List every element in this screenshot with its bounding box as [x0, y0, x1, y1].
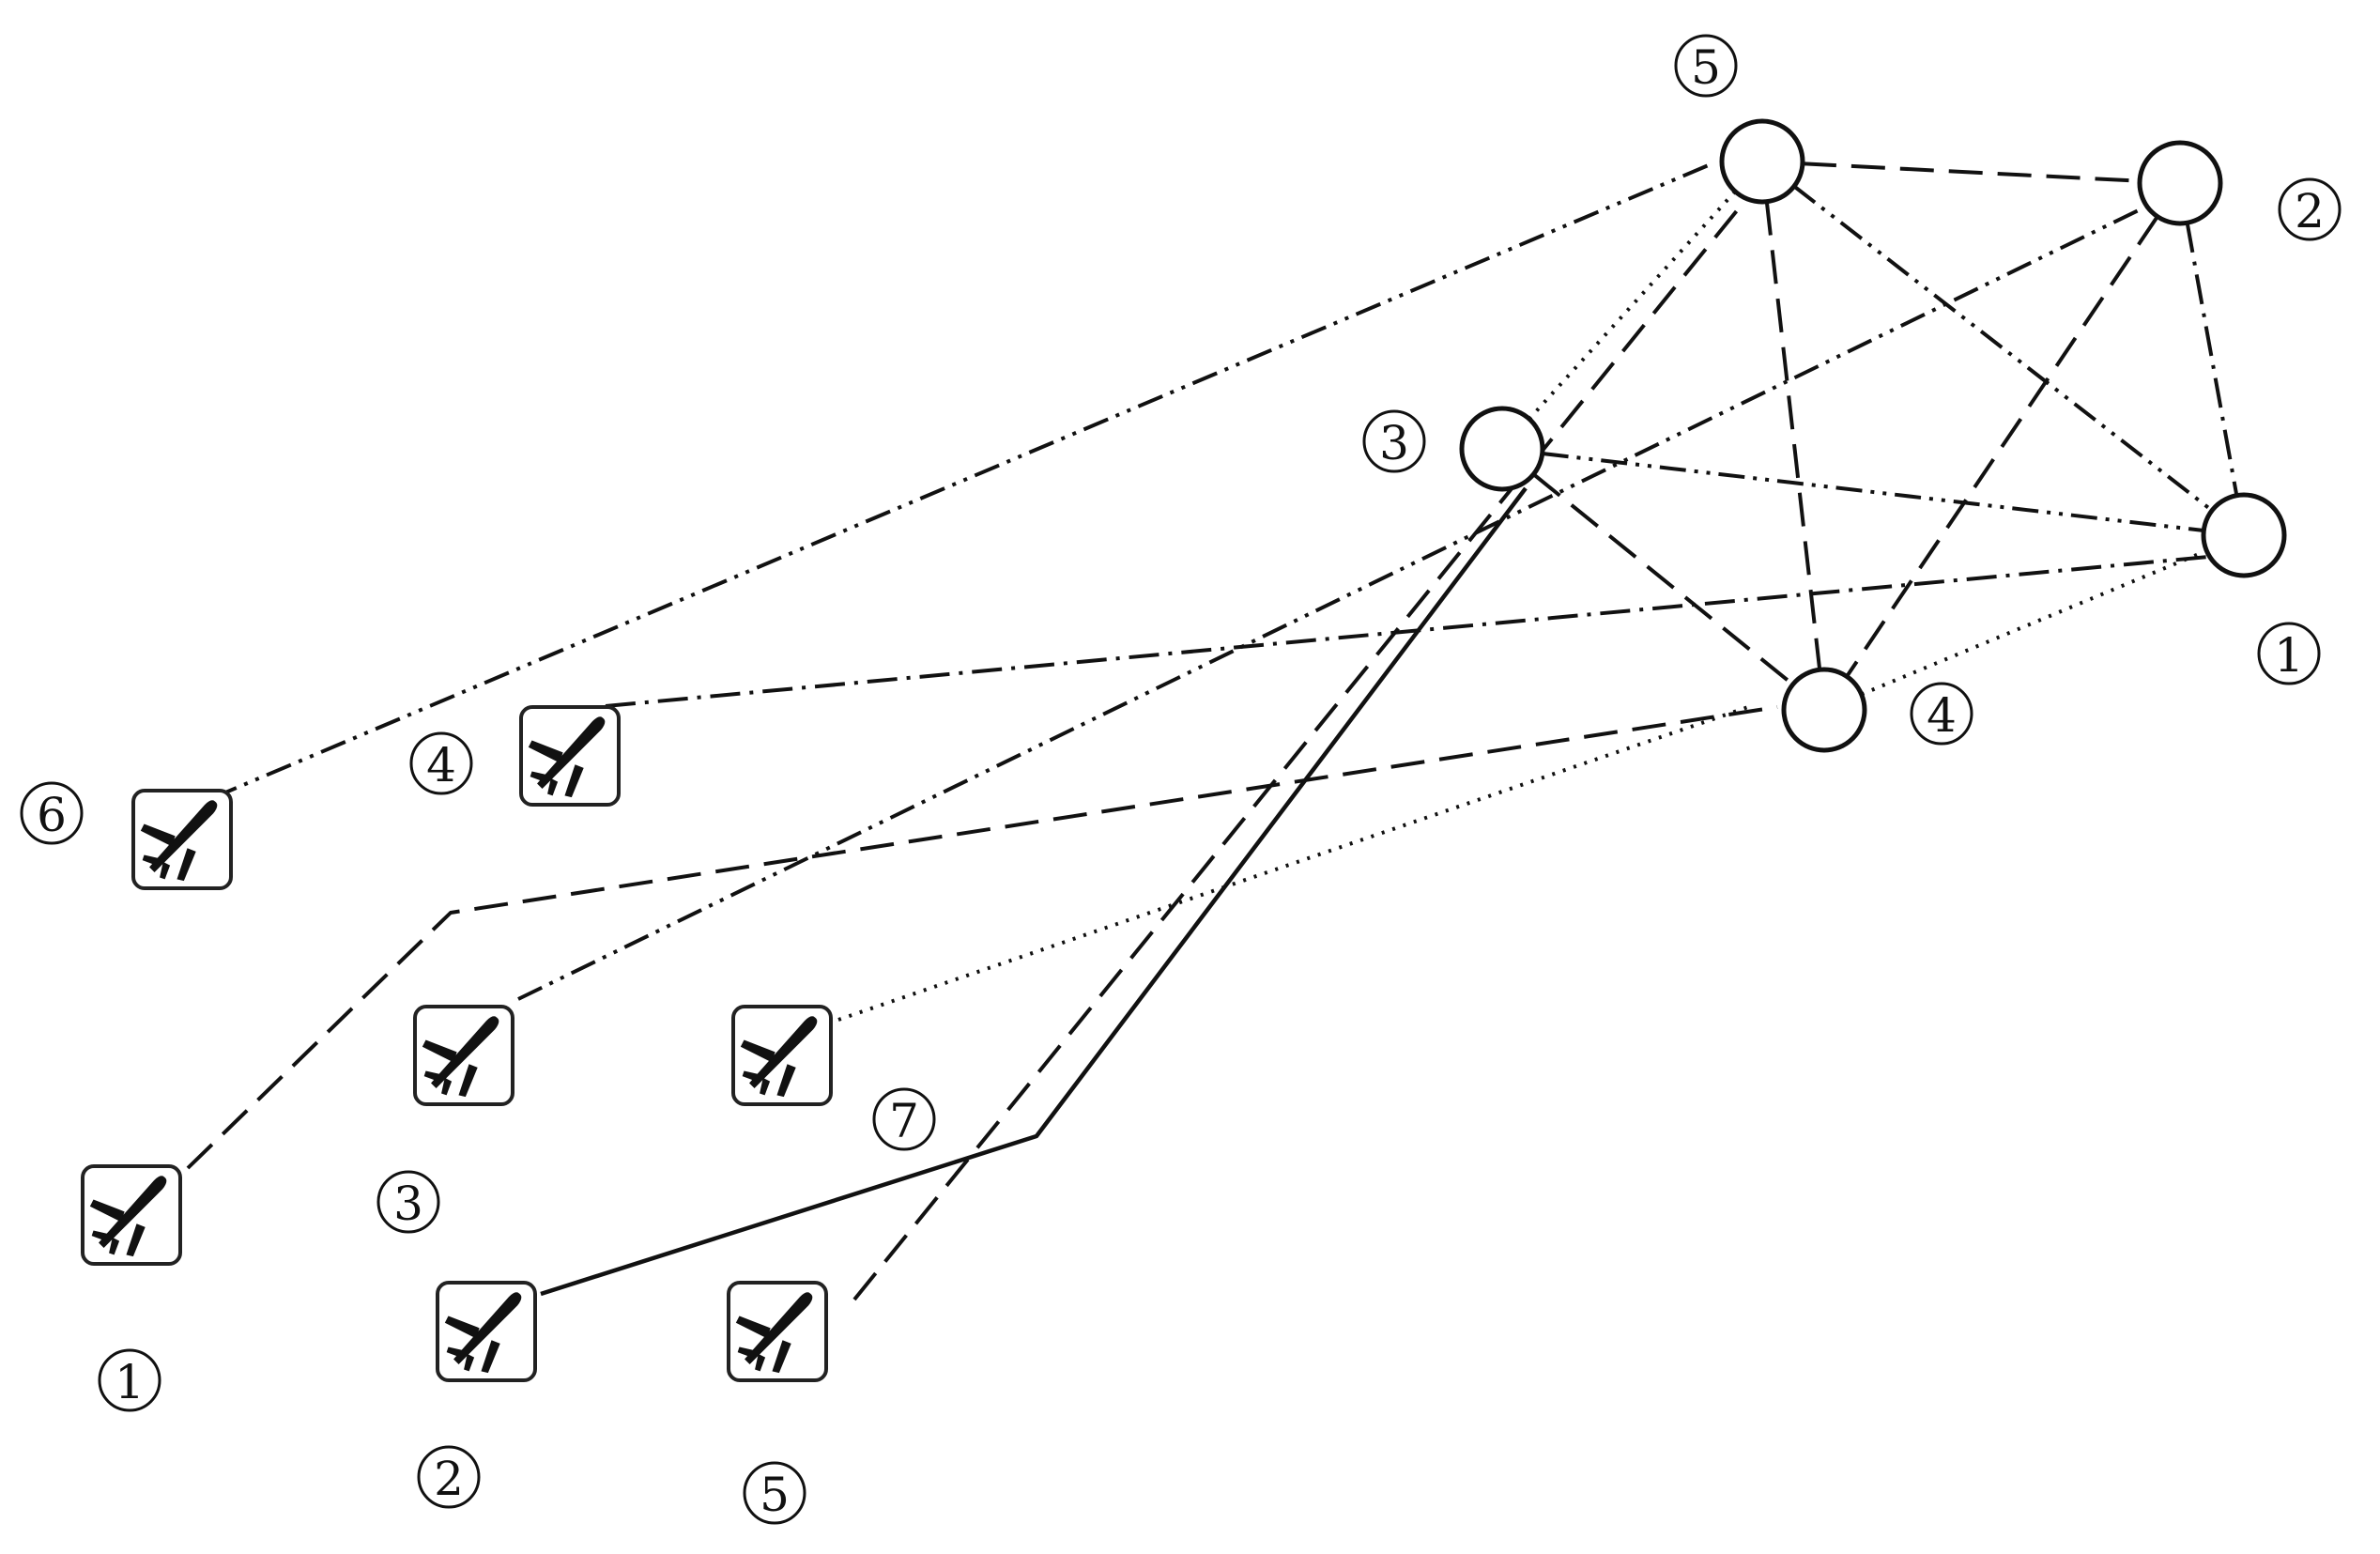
aircraft-layer	[80, 705, 833, 1382]
aircraft-label-a1-text: 1	[115, 1355, 145, 1409]
edge-a1-n4	[186, 705, 1778, 1170]
aircraft-label-a6-text: 6	[37, 788, 67, 842]
node-label-n5-text: 5	[1691, 40, 1721, 95]
node-label-n5-ring	[1674, 34, 1738, 98]
node-label-n1: 1	[2257, 622, 2321, 685]
aircraft-label-a1: 1	[98, 1348, 161, 1412]
labels-layer: 6 4 3 7 1 2 5 5 2 3 1 4	[20, 34, 2342, 1525]
aircraft-label-a1-ring	[98, 1348, 161, 1412]
node-label-n3-ring	[1362, 409, 1426, 473]
edge-n5-n2	[1802, 162, 2141, 183]
node-label-n3: 3	[1362, 409, 1426, 473]
node-label-n1-text: 1	[2274, 628, 2304, 683]
node-label-n2-text: 2	[2295, 184, 2325, 238]
edge-n2-n4	[1845, 215, 2159, 678]
node-label-n2: 2	[2278, 177, 2342, 241]
node-n1	[2201, 492, 2287, 578]
node-label-n2-ring	[2278, 177, 2342, 241]
edge-n5-n3	[1528, 190, 1737, 421]
node-n5	[1719, 118, 1805, 205]
aircraft-a7	[731, 1005, 833, 1106]
node-label-n1-ring	[2257, 622, 2321, 685]
aircraft-label-a7-text: 7	[889, 1094, 919, 1148]
aircraft-label-a2-text: 2	[434, 1452, 464, 1506]
node-n3	[1459, 406, 1545, 492]
aircraft-label-a3-ring	[376, 1170, 440, 1234]
aircraft-a2	[436, 1281, 537, 1382]
node-label-n4-text: 4	[1927, 688, 1957, 743]
aircraft-label-a7-ring	[872, 1087, 936, 1151]
aircraft-a3	[413, 1005, 514, 1106]
edge-n3-n1	[1542, 451, 2204, 533]
edge-a7-n4	[837, 705, 1749, 1022]
aircraft-label-a6-ring	[20, 781, 84, 845]
edge-a2-n3	[540, 486, 1528, 1297]
aircraft-label-a7: 7	[872, 1087, 936, 1151]
aircraft-label-a4: 4	[409, 731, 473, 795]
edge-a3-n2	[517, 203, 2151, 1001]
node-label-n3-text: 3	[1379, 416, 1409, 470]
aircraft-label-a5-text: 5	[760, 1468, 790, 1522]
aircraft-a5	[727, 1281, 828, 1382]
node-label-n5: 5	[1674, 34, 1738, 98]
node-label-n4-ring	[1910, 682, 1973, 746]
edge-n2-n1	[2185, 222, 2239, 497]
edges-layer	[186, 162, 2239, 1301]
edge-n3-n4	[1532, 472, 1794, 686]
aircraft-label-a4-text: 4	[426, 738, 456, 792]
aircraft-label-a3: 3	[376, 1170, 440, 1234]
nodes-layer	[1459, 118, 2287, 753]
node-label-n4: 4	[1910, 682, 1973, 746]
aircraft-label-a4-ring	[409, 731, 473, 795]
edge-n5-n4	[1764, 201, 1822, 670]
edge-a4-n1	[605, 555, 2209, 708]
edge-a5-n5	[852, 197, 1748, 1301]
node-n4	[1781, 667, 1867, 753]
aircraft-label-a6: 6	[20, 781, 84, 845]
aircraft-a6	[131, 789, 233, 890]
aircraft-label-a2: 2	[417, 1445, 481, 1509]
aircraft-label-a3-text: 3	[393, 1177, 423, 1231]
aircraft-a1	[80, 1164, 182, 1266]
aircraft-label-a2-ring	[417, 1445, 481, 1509]
aircraft-label-a5: 5	[743, 1461, 806, 1525]
aircraft-label-a5-ring	[743, 1461, 806, 1525]
node-n2	[2137, 140, 2223, 226]
aircraft-a4	[519, 705, 621, 807]
